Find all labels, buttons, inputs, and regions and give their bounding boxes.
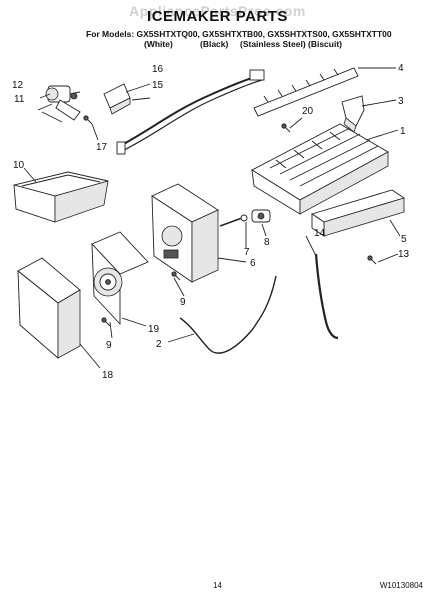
- color-black: (Black): [200, 39, 229, 49]
- callout-9a: 9: [180, 297, 186, 308]
- callout-7: 7: [244, 247, 250, 258]
- part-heater-wire[interactable]: [179, 275, 277, 354]
- callout-3: 3: [398, 96, 404, 107]
- models-line: For Models: GX5SHTXTQ00, GX5SHTXTB00, GX…: [86, 29, 392, 39]
- color-stainless: (Stainless Steel): [240, 39, 306, 49]
- callout-2: 2: [156, 339, 162, 350]
- callout-11: 11: [14, 94, 25, 105]
- callout-17: 17: [96, 142, 108, 153]
- callout-18: 18: [102, 370, 114, 381]
- callout-5: 5: [401, 234, 407, 245]
- part-motor-shaft[interactable]: [219, 214, 248, 227]
- part-screw-17[interactable]: [83, 115, 93, 125]
- callout-12: 12: [12, 80, 24, 91]
- part-harness-bracket[interactable]: [103, 83, 131, 115]
- callout-14: 14: [314, 228, 326, 239]
- callout-16: 16: [152, 64, 164, 75]
- callout-19: 19: [148, 324, 160, 335]
- part-water-valve[interactable]: [41, 85, 81, 123]
- part-screw-13[interactable]: [367, 255, 377, 265]
- part-front-cover[interactable]: [310, 189, 406, 237]
- part-screw-9a[interactable]: [171, 271, 181, 281]
- callout-20: 20: [302, 106, 314, 117]
- callout-4: 4: [398, 63, 404, 74]
- callout-13: 13: [398, 249, 410, 260]
- part-fill-cup-wire[interactable]: [314, 253, 339, 340]
- page-title: ICEMAKER PARTS: [147, 8, 288, 25]
- part-wire-harness[interactable]: [116, 69, 265, 155]
- callout-8: 8: [264, 237, 270, 248]
- callout-1: 1: [400, 126, 406, 137]
- callout-9b: 9: [106, 340, 112, 351]
- color-biscuit: (Biscuit): [308, 39, 342, 49]
- callout-15: 15: [152, 80, 164, 91]
- watermark: AppliancePartsPros.com: [129, 3, 306, 19]
- part-shutoff-bracket[interactable]: [341, 95, 365, 133]
- page-number: 14: [213, 581, 222, 590]
- part-icemaker-cover[interactable]: [17, 257, 81, 359]
- part-thermostat[interactable]: [251, 209, 271, 223]
- part-control-housing[interactable]: [151, 183, 219, 283]
- part-ice-bin[interactable]: [13, 171, 109, 223]
- part-ejector-rake[interactable]: [253, 67, 359, 117]
- callout-leaders: [23, 67, 401, 369]
- color-white: (White): [144, 39, 173, 49]
- document-number: W10130804: [379, 581, 423, 590]
- part-screw-20[interactable]: [281, 123, 291, 133]
- part-screw-9b[interactable]: [101, 317, 111, 327]
- callout-10: 10: [13, 160, 25, 171]
- part-ice-mold[interactable]: [251, 123, 389, 215]
- part-motor-plate[interactable]: [91, 231, 149, 326]
- callout-6: 6: [250, 258, 256, 269]
